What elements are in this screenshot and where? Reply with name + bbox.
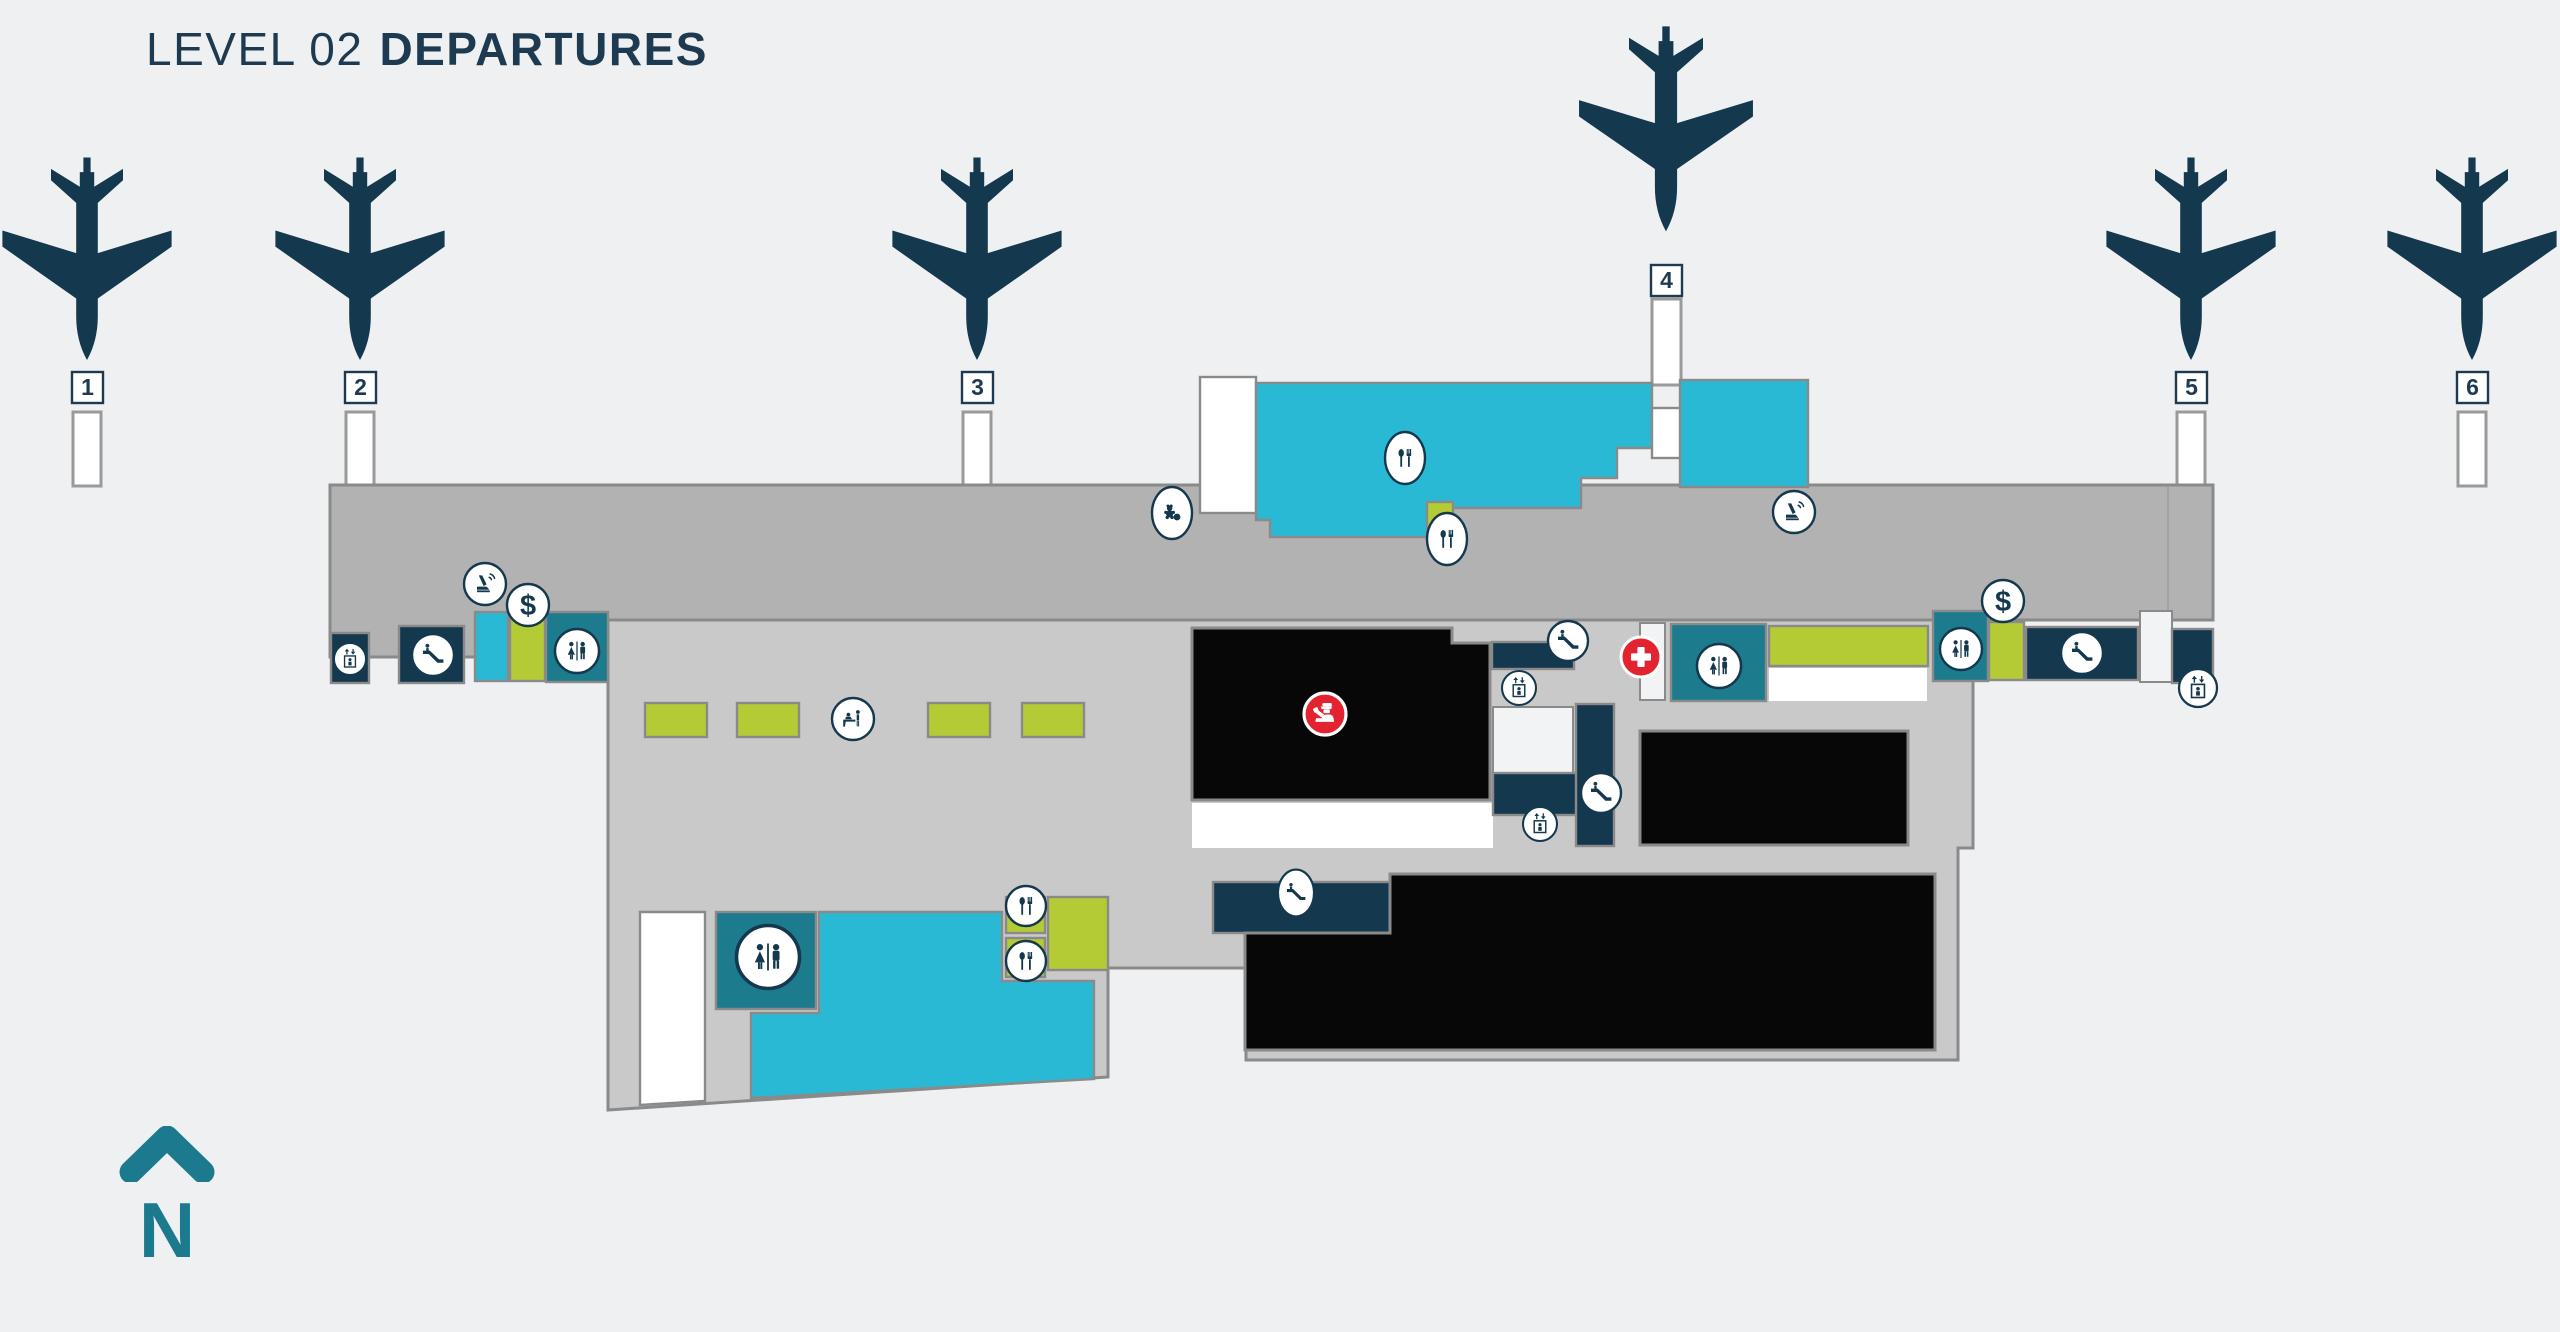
lounge-icon[interactable]	[1771, 489, 1817, 535]
plane-icon	[2387, 157, 2557, 361]
gate-number-box	[2455, 370, 2490, 405]
check-in-desk	[643, 701, 709, 739]
amenity-icons	[333, 430, 2219, 991]
plane-icon	[275, 157, 445, 361]
elevator-icon[interactable]	[333, 642, 367, 676]
zone-security-exit-lane	[1192, 803, 1493, 848]
check-in-desk	[735, 701, 801, 739]
gate-number: 4	[1660, 267, 1673, 293]
restroom-icon[interactable]	[734, 923, 802, 991]
zone-restricted-lower	[1243, 872, 1937, 1052]
escalator-icon[interactable]	[1546, 619, 1590, 663]
gates-layer: 1 2 3 4 5	[2, 26, 2557, 405]
elevator-icon[interactable]	[1521, 805, 1559, 843]
check-in-desks	[643, 701, 1086, 739]
plane-icon	[1579, 26, 1753, 232]
elevator-icon[interactable]	[2177, 667, 2219, 709]
plane-icon	[892, 157, 1062, 361]
gate-3[interactable]: 3	[892, 157, 1062, 405]
gate-6[interactable]: 6	[2387, 157, 2557, 405]
page-title: LEVEL 02 DEPARTURES	[146, 22, 708, 76]
food-icon[interactable]	[1425, 511, 1469, 567]
food-icon[interactable]	[1004, 884, 1048, 928]
zone-lower-white-block	[638, 910, 707, 1107]
check-in-desk	[926, 701, 992, 739]
check-in-desk	[1020, 701, 1086, 739]
zone-restricted-right	[1638, 729, 1910, 847]
escalator-icon[interactable]	[1276, 868, 1316, 918]
plane-icon	[2, 157, 172, 361]
first-aid-icon[interactable]	[1619, 635, 1663, 679]
zone-top-white-block	[1198, 375, 1258, 515]
currency-exchange-icon[interactable]	[505, 582, 551, 628]
security-check-icon[interactable]	[1302, 691, 1348, 737]
jet-bridges	[71, 297, 2488, 488]
gate-number: 3	[971, 374, 984, 400]
floor-name-label: DEPARTURES	[379, 23, 708, 75]
restroom-icon[interactable]	[1938, 626, 1984, 672]
zone-services-counter	[1769, 668, 1927, 701]
gate-2[interactable]: 2	[275, 157, 445, 405]
kids-play-area-icon[interactable]	[1150, 485, 1194, 541]
escalator-icon[interactable]	[2059, 630, 2105, 676]
food-icon[interactable]	[1004, 939, 1048, 983]
gate-number-box	[2174, 370, 2209, 405]
gate-number: 5	[2185, 374, 2198, 400]
zone-retail-lower	[749, 910, 1096, 1100]
gate-number: 1	[81, 374, 94, 400]
gate-number-box	[960, 370, 995, 405]
zone-services-strip	[1767, 624, 1930, 668]
jet-bridge-4	[1650, 297, 1683, 387]
gate-1[interactable]: 1	[2, 157, 172, 405]
food-icon[interactable]	[1383, 430, 1427, 486]
jet-bridge-2	[344, 410, 376, 488]
lounge-icon[interactable]	[462, 561, 508, 607]
gate-5[interactable]: 5	[2106, 157, 2276, 405]
jet-bridge-6	[2456, 410, 2488, 488]
north-arrow-icon	[119, 1125, 215, 1184]
escalator-icon[interactable]	[410, 632, 456, 678]
check-in-icon[interactable]	[830, 696, 876, 742]
currency-exchange-icon[interactable]	[1980, 578, 2026, 624]
zone-food-kiosk-c	[1046, 895, 1110, 972]
zone-right-end-bay	[2139, 610, 2173, 683]
zone-retail-block	[1678, 378, 1810, 489]
jet-bridge-3	[961, 410, 993, 488]
level-label: LEVEL 02	[146, 23, 364, 75]
zone-currency-right	[1987, 620, 2026, 682]
restroom-icon[interactable]	[1695, 642, 1743, 690]
north-label: N	[138, 1186, 196, 1274]
terminal-structure	[328, 375, 2215, 1112]
gate-number: 2	[354, 374, 367, 400]
north-compass: N	[112, 1125, 222, 1274]
gate-number-box	[1649, 263, 1684, 298]
restroom-icon[interactable]	[553, 627, 601, 675]
jet-bridge-1	[71, 410, 103, 488]
jet-bridge-5	[2175, 410, 2207, 488]
gate-number: 6	[2466, 374, 2479, 400]
gate-4[interactable]: 4	[1579, 26, 1753, 298]
plane-icon	[2106, 157, 2276, 361]
zone-core-white	[1492, 706, 1574, 774]
escalator-icon[interactable]	[1579, 771, 1623, 815]
zone-shop-left	[473, 610, 510, 683]
elevator-icon[interactable]	[1500, 669, 1538, 707]
gate-number-box	[70, 370, 105, 405]
gate-number-box	[343, 370, 378, 405]
